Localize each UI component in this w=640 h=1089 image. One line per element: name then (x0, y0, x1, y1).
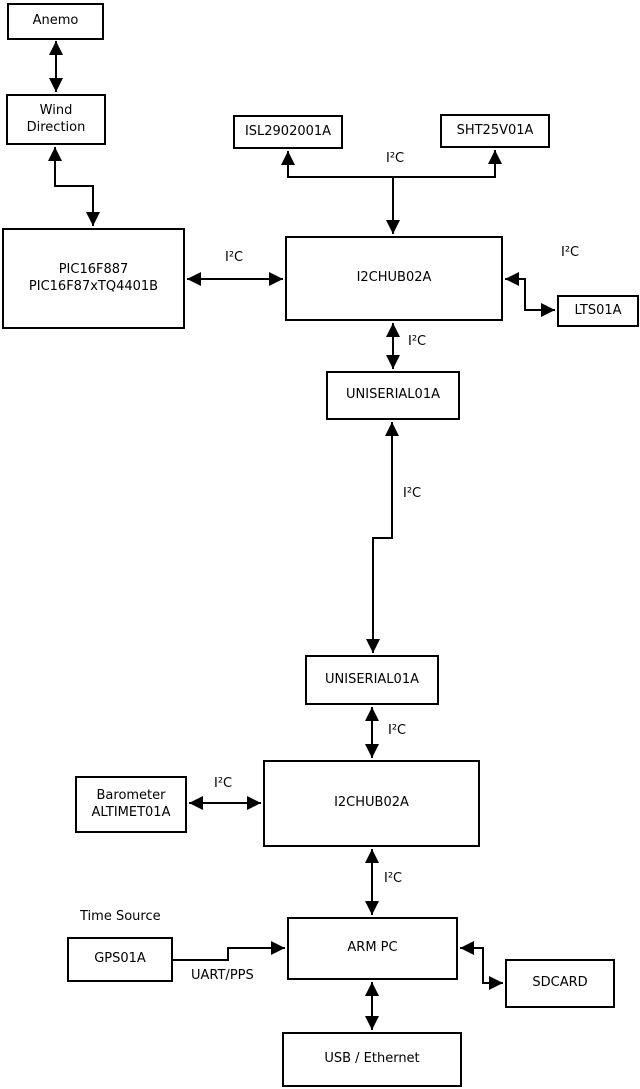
node-lts01a: LTS01A (557, 295, 639, 327)
node-i2chub02a-bottom: I2CHUB02A (263, 760, 480, 847)
node-barometer-altimet01a-label: Barometer ALTIMET01A (91, 787, 171, 820)
label-i2c-uniserial2-hub2: I²C (388, 723, 407, 738)
node-sht25v01a: SHT25V01A (440, 114, 550, 148)
node-pic16f887-label: PIC16F887 PIC16F87xTQ4401B (28, 261, 159, 294)
node-i2chub02a-bottom-label: I2CHUB02A (334, 795, 409, 811)
edge-hub1-lts (505, 272, 555, 317)
node-uniserial01a-top: UNISERIAL01A (326, 371, 460, 420)
node-uniserial01a-bottom-label: UNISERIAL01A (325, 671, 419, 687)
node-isl2902001a: ISL2902001A (233, 115, 343, 149)
node-anemo: Anemo (7, 3, 104, 40)
node-anemo-label: Anemo (32, 13, 79, 29)
label-i2c-hub1-lts: I²C (561, 245, 580, 260)
node-wind-direction-label: Wind Direction (26, 102, 86, 135)
node-sdcard: SDCARD (505, 959, 615, 1008)
label-uart-pps: UART/PPS (191, 968, 254, 983)
edge-armpc-sdcard (460, 941, 503, 990)
node-isl2902001a-label: ISL2902001A (244, 123, 332, 139)
edge-wind-pic (48, 147, 100, 226)
node-arm-pc-label: ARM PC (347, 940, 398, 956)
node-i2chub02a-top: I2CHUB02A (285, 236, 503, 321)
node-uniserial01a-top-label: UNISERIAL01A (346, 387, 440, 403)
node-sht25v01a-label: SHT25V01A (456, 122, 534, 138)
node-wind-direction: Wind Direction (6, 94, 106, 145)
node-uniserial01a-bottom: UNISERIAL01A (305, 655, 439, 705)
label-i2c-uniserial-link: I²C (403, 486, 422, 501)
node-arm-pc: ARM PC (287, 917, 458, 980)
label-i2c-pic-hub1: I²C (225, 250, 244, 265)
label-i2c-barometer-hub2: I²C (214, 776, 233, 791)
label-i2c-sensor-bus: I²C (386, 151, 405, 166)
edge-uniserial1-uniserial2 (366, 422, 399, 653)
node-gps01a: GPS01A (67, 937, 173, 982)
node-sdcard-label: SDCARD (532, 975, 588, 991)
node-i2chub02a-top-label: I2CHUB02A (356, 270, 432, 286)
edge-gps-armpc (173, 941, 285, 961)
node-usb-ethernet-label: USB / Ethernet (324, 1051, 420, 1067)
node-barometer-altimet01a: Barometer ALTIMET01A (75, 776, 187, 833)
edge-sensor-bus-branches (281, 150, 502, 178)
node-usb-ethernet: USB / Ethernet (282, 1032, 462, 1087)
node-gps01a-label: GPS01A (94, 951, 146, 967)
label-i2c-hub2-armpc: I²C (384, 871, 403, 886)
label-time-source: Time Source (80, 909, 161, 924)
node-pic16f887: PIC16F887 PIC16F87xTQ4401B (2, 228, 185, 329)
node-lts01a-label: LTS01A (574, 302, 622, 318)
label-i2c-hub1-uniserial1: I²C (408, 334, 427, 349)
